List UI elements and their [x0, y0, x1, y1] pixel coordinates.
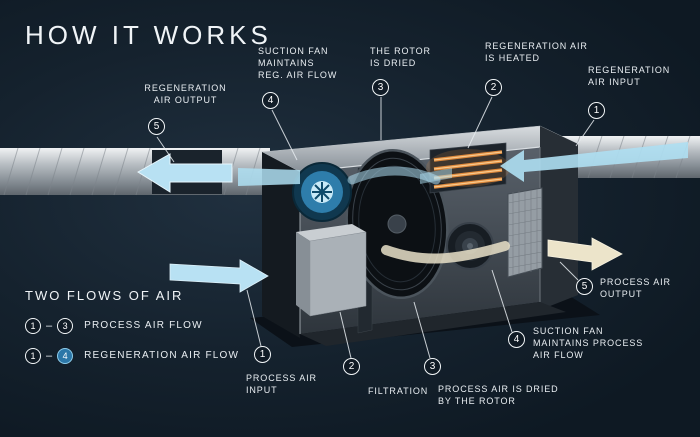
callout-circle-rotor-dried-3: 3: [372, 79, 389, 96]
label-regeneration-air-heated: REGENERATION AIR IS HEATED: [485, 41, 588, 63]
legend-circle-4: 4: [57, 347, 74, 364]
process-input-arrow: [169, 259, 269, 293]
regen-input-flow: [500, 142, 688, 182]
label-suction-fan-reg: SUCTION FAN MAINTAINS REG. AIR FLOW: [258, 46, 338, 80]
legend-circle-1b: 1: [25, 347, 41, 364]
legend-separator-2: –: [46, 349, 53, 362]
callout-circle-air-heated-2: 2: [485, 79, 502, 96]
legend-row-process-flow: 1 – 3 PROCESS AIR FLOW: [25, 317, 239, 334]
label-suction-fan-process: SUCTION FAN MAINTAINS PROCESS AIR FLOW: [533, 326, 644, 360]
label-process-air-output: PROCESS AIR OUTPUT: [600, 277, 671, 299]
filter-panel: [507, 187, 543, 278]
callout-circle-regen-input-1: 1: [588, 102, 605, 119]
callout-circle-process-input-1: 1: [254, 346, 271, 363]
page-title: HOW IT WORKS: [25, 20, 272, 50]
label-process-air-input: PROCESS AIR INPUT: [246, 373, 317, 395]
legend-circle-3: 3: [57, 317, 74, 334]
callout-circle-suction-reg-4: 4: [262, 92, 279, 109]
legend-label-regeneration: REGENERATION AIR FLOW: [84, 350, 240, 361]
label-regeneration-air-input: REGENERATION AIR INPUT: [588, 65, 671, 87]
callout-circle-suction-process-4: 4: [508, 331, 525, 348]
legend-separator: –: [46, 319, 53, 332]
leader-lines: [156, 96, 595, 359]
callout-circle-filtration-2: 2: [343, 358, 360, 375]
legend: TWO FLOWS OF AIR 1 – 3 PROCESS AIR FLOW …: [25, 288, 239, 377]
label-rotor-is-dried: THE ROTOR IS DRIED: [370, 46, 431, 68]
airflow-arrows: [137, 142, 688, 293]
label-process-air-dried: PROCESS AIR IS DRIED BY THE ROTOR: [438, 384, 559, 406]
legend-row-regeneration-flow: 1 – 4 REGENERATION AIR FLOW: [25, 347, 239, 364]
legend-title: TWO FLOWS OF AIR: [25, 288, 184, 303]
legend-label-process: PROCESS AIR FLOW: [84, 320, 203, 331]
regeneration-fan: [292, 162, 352, 222]
callout-circle-process-dried-3: 3: [424, 358, 441, 375]
label-regeneration-air-output: REGENERATION AIR OUTPUT: [144, 83, 227, 105]
legend-circle-1: 1: [25, 317, 41, 334]
label-filtration: FILTRATION: [368, 386, 429, 396]
filtration-box: [296, 224, 367, 317]
callout-circle-process-output-5: 5: [576, 278, 593, 295]
callout-circle-regen-output-5: 5: [148, 118, 165, 135]
process-output-arrow: [547, 237, 623, 271]
